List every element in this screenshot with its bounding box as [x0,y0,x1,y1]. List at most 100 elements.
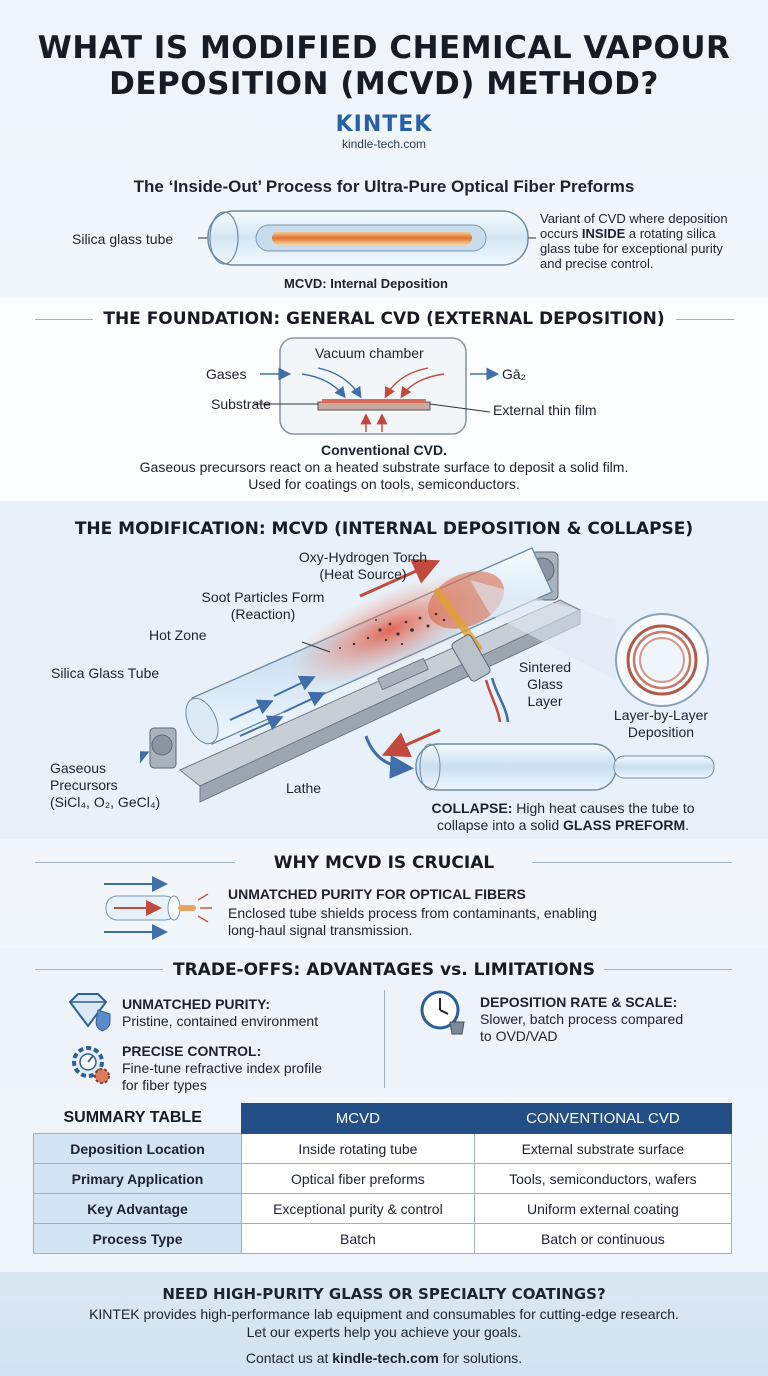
row-header: Key Advantage [33,1193,242,1224]
lim-line2: to OVD/VAD [480,1028,558,1044]
tube-label: Silica Glass Tube [51,665,160,681]
footer-contact-post: for solutions. [438,1350,523,1366]
foundation-caption-title: Conventional CVD. [320,442,447,458]
collapse-bold: COLLAPSE: [431,800,513,816]
gear-gauge-icon [72,1046,110,1084]
row-header: Deposition Location [33,1133,242,1164]
adv1-text: Pristine, contained environment [122,1013,319,1029]
divider-left [35,319,93,320]
divider-left-3 [35,969,163,970]
page-title: WHAT IS MODIFIED CHEMICAL VAPOUR DEPOSIT… [37,30,731,102]
intro-caption: MCVD: Internal Deposition [284,276,448,291]
soot-label-2: (Reaction) [230,606,296,622]
torch-label: Oxy-Hydrogen Torch (Heat Source) [278,549,448,583]
table-row: Key Advantage Exceptional purity & contr… [33,1193,733,1224]
sintered-label-2: Glass [527,676,563,692]
intro-tube-diagram [198,210,536,266]
divider-right-2 [532,862,732,863]
film-label: External thin film [493,402,597,418]
substrate-label: Substrate [211,396,271,412]
cell-cvd: External substrate surface [473,1133,733,1164]
footer: NEED HIGH-PURITY GLASS OR SPECIALTY COAT… [0,1272,768,1376]
brand-logo: KINTEK [335,112,433,137]
layer-label-1: Layer-by-Layer [613,707,709,723]
cell-cvd: Uniform external coating [473,1193,733,1224]
lim-text: Slower, batch process compared to OVD/VA… [480,1011,683,1045]
collapse-caption: COLLAPSE: High heat causes the tube to c… [398,800,728,834]
table-row: Primary Application Optical fiber prefor… [33,1163,733,1194]
adv2-title: PRECISE CONTROL: [122,1043,262,1059]
mcvd-lathe-diagram [140,547,715,803]
lathe-label: Lathe [286,780,322,796]
footer-line1: KINTEK provides high-performance lab equ… [89,1306,679,1322]
footer-contact-link[interactable]: kindle-tech.com [332,1350,439,1366]
tradeoffs-divider [384,990,385,1088]
lim-line1: Slower, batch process compared [480,1011,684,1027]
hot-zone-label: Hot Zone [149,627,207,643]
cell-cvd: Batch or continuous [473,1223,733,1254]
sintered-label-1: Sintered [518,659,572,675]
footer-contact: Contact us at kindle-tech.com for soluti… [0,1349,768,1367]
layer-label-2: Deposition [627,724,695,740]
crucial-point-line1: Enclosed tube shields process from conta… [228,905,597,921]
cell-mcvd: Batch [241,1223,475,1254]
chamber-label: Vacuum chamber [315,345,424,361]
crucial-point-line2: long-haul signal transmission. [228,922,413,938]
layer-label: Layer-by-Layer Deposition [596,707,726,741]
intro-heading: The ‘Inside-Out’ Process for Ultra-Pure … [133,177,635,196]
adv2-line2: for fiber types [122,1077,207,1093]
soot-label: Soot Particles Form (Reaction) [188,589,338,623]
sintered-label: Sintered Glass Layer [505,659,585,710]
modification-heading: THE MODIFICATION: MCVD (INTERNAL DEPOSIT… [74,519,694,539]
summary-header-row: SUMMARY TABLE MCVD CONVENTIONAL CVD [34,1103,733,1134]
clock-icon [420,990,465,1035]
summary-col-mcvd: MCVD [241,1103,475,1134]
collapse-line2: collapse into a solid [436,817,564,833]
torch-label-1: Oxy-Hydrogen Torch [298,549,428,565]
soot-label-1: Soot Particles Form [201,589,325,605]
cell-mcvd: Exceptional purity & control [241,1193,475,1224]
crucial-point-text: Enclosed tube shields process from conta… [228,905,597,939]
crucial-point-title: UNMATCHED PURITY FOR OPTICAL FIBERS [228,886,526,902]
adv2-line1: Fine-tune refractive index profile [122,1060,322,1076]
intro-tube-label: Silica glass tube [72,231,174,247]
divider-right-3 [604,969,732,970]
adv2-text: Fine-tune refractive index profile for f… [122,1060,322,1094]
cell-cvd: Tools, semiconductors, wafers [473,1163,733,1194]
collapse-line1: High heat causes the tube to [512,800,695,816]
summary-label: SUMMARY TABLE [63,1109,202,1127]
cell-mcvd: Optical fiber preforms [241,1163,475,1194]
gases-out-label: Gā₂ [502,366,527,382]
tradeoffs-heading: TRADE-OFFS: ADVANTAGES vs. LIMITATIONS [172,960,595,980]
footer-contact-pre: Contact us at [245,1350,333,1366]
foundation-caption: Conventional CVD. Gaseous precursors rea… [0,442,768,493]
divider-right [676,319,734,320]
crucial-heading: WHY MCVD IS CRUCIAL [273,853,495,873]
cvd-chamber-diagram [254,337,500,435]
precursors-label-1: Gaseous [50,760,107,776]
diamond-shield-icon [68,993,111,1032]
footer-line2: Let our experts help you achieve your go… [246,1324,522,1340]
foundation-caption-line2: Used for coatings on tools, semiconducto… [248,476,520,492]
brand-block: KINTEK kindle-tech.com [0,112,768,151]
adv1-title: UNMATCHED PURITY: [122,996,271,1012]
precursors-label-3: (SiCl₄, O₂, GeCl₄) [50,794,161,810]
collapse-end: . [685,817,690,833]
brand-url[interactable]: kindle-tech.com [341,137,427,151]
footer-heading: NEED HIGH-PURITY GLASS OR SPECIALTY COAT… [162,1285,606,1303]
precursors-label-2: Precursors [50,777,118,793]
foundation-caption-line1: Gaseous precursors react on a heated sub… [139,459,629,475]
summary-col-cvd: CONVENTIONAL CVD [473,1103,733,1134]
row-header: Process Type [33,1223,242,1254]
intro-desc-pre: Variant of CVD where deposition occurs [540,211,728,241]
table-row: Process Type Batch Batch or continuous [33,1223,733,1254]
lim-title: DEPOSITION RATE & SCALE: [480,994,678,1010]
summary-table: SUMMARY TABLE MCVD CONVENTIONAL CVD Depo… [33,1103,733,1254]
purity-icon [104,876,212,940]
gases-in-label: Gases [206,366,247,382]
intro-description: Variant of CVD where deposition occurs I… [540,211,740,271]
sintered-label-3: Layer [527,693,563,709]
intro-desc-post: a rotating silica glass tube for excepti… [540,226,723,271]
table-row: Deposition Location Inside rotating tube… [33,1133,733,1164]
row-header: Primary Application [33,1163,242,1194]
